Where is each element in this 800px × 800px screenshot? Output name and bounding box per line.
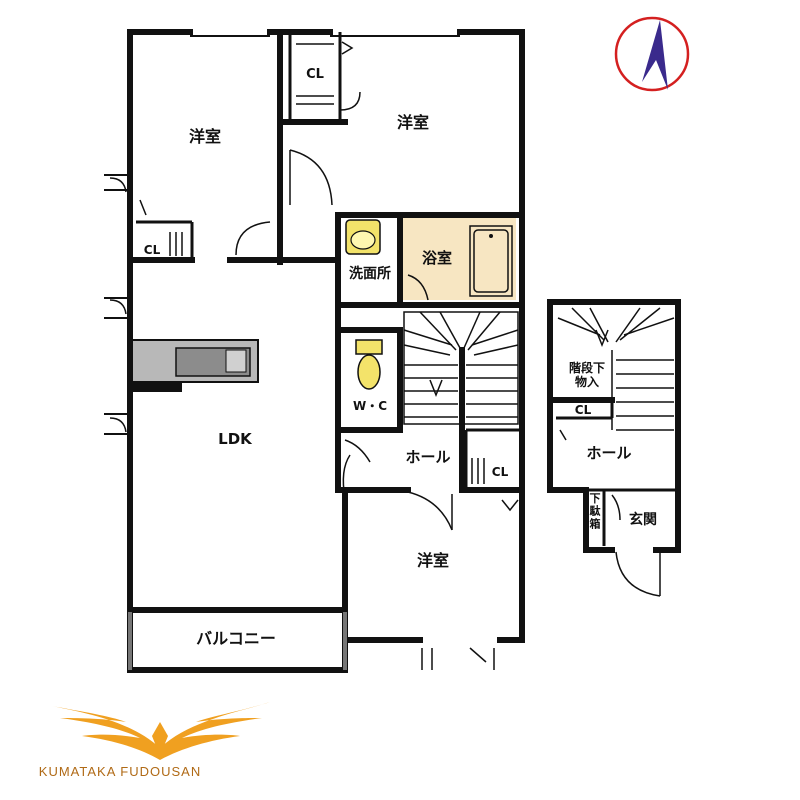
north-arrow-icon xyxy=(614,16,690,92)
room-label-western-ne: 洋室 xyxy=(397,113,429,132)
room-label-closet-annex: CL xyxy=(575,403,592,417)
room-label-ldk: LDK xyxy=(218,430,253,448)
closet-hanger-marks xyxy=(169,43,485,484)
main-stairs xyxy=(403,311,519,425)
room-label-western-s: 洋室 xyxy=(417,551,449,570)
room-label-toilet: W・C xyxy=(353,399,387,413)
eagle-wings-logo-icon xyxy=(52,702,270,760)
room-label-closet-top: CL xyxy=(306,67,324,82)
room-label-bathroom: 浴室 xyxy=(422,249,452,267)
window-marks xyxy=(104,35,460,435)
kitchen-counter-icon xyxy=(131,339,259,392)
toilet-icon xyxy=(355,339,383,390)
room-label-hall-main: ホール xyxy=(405,448,450,466)
room-label-hall-annex: ホール xyxy=(586,444,631,462)
room-label-under-stairs-storage: 階段下物入 xyxy=(569,360,605,389)
room-label-shoe-box: 下駄箱 xyxy=(590,492,602,530)
room-label-closet-left: CL xyxy=(144,243,161,257)
washbasin-icon xyxy=(345,219,381,255)
room-label-washroom: 洗面所 xyxy=(349,265,391,282)
bathtub-icon xyxy=(469,225,513,297)
room-label-balcony: バルコニー xyxy=(196,629,276,648)
closet-partitions xyxy=(136,32,678,546)
doors xyxy=(109,41,661,670)
brand-name: KUMATAKA FUDOUSAN xyxy=(38,764,202,779)
room-label-western-nw: 洋室 xyxy=(189,127,221,146)
room-label-entrance: 玄関 xyxy=(629,511,657,528)
balcony-rail xyxy=(128,612,347,670)
annex-stairs xyxy=(557,307,675,431)
room-label-closet-center: CL xyxy=(492,465,509,479)
